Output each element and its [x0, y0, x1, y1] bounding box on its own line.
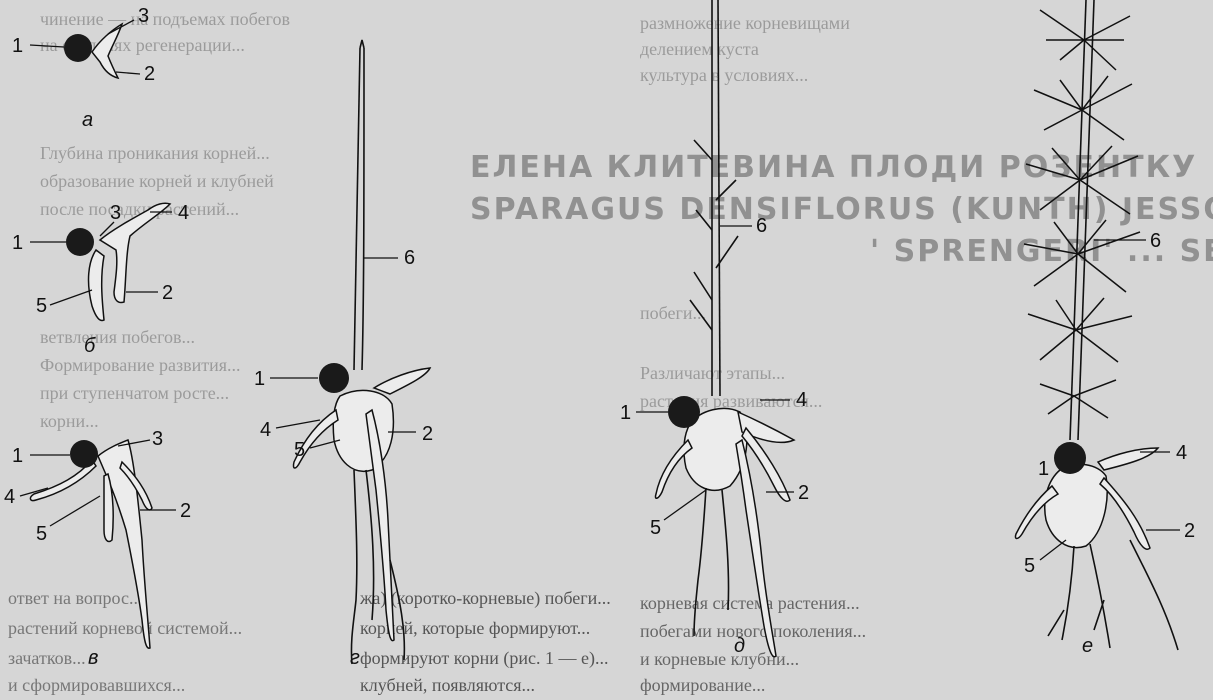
root-shape — [374, 368, 430, 394]
root-shape — [1098, 448, 1158, 470]
bud-dot — [319, 363, 349, 393]
panel-a: 1 3 2 а — [12, 5, 155, 131]
label-number: 2 — [144, 63, 155, 85]
leader-line — [30, 45, 64, 47]
label-number: 3 — [152, 428, 163, 450]
label-number: 2 — [798, 482, 809, 504]
panel-g: 6 1 4 2 5 г — [254, 40, 433, 669]
label-number: 4 — [178, 202, 189, 224]
leader-line — [1040, 540, 1066, 560]
label-number: 2 — [1184, 520, 1195, 542]
panel-caption: в — [88, 647, 98, 669]
cladode-cluster — [1024, 220, 1140, 292]
label-number: 6 — [404, 247, 415, 269]
leader-line — [50, 496, 100, 526]
label-number: 5 — [1024, 555, 1035, 577]
bud-dot — [668, 396, 700, 428]
bud-dot — [64, 34, 92, 62]
leader-line — [664, 490, 706, 520]
label-number: 1 — [12, 445, 23, 467]
root-fiber — [722, 490, 729, 610]
stem — [1070, 0, 1086, 440]
root-shape — [92, 24, 122, 78]
stem-tip — [360, 40, 364, 48]
panel-v: 1 3 4 2 5 в — [4, 428, 191, 669]
leader-line — [116, 72, 140, 74]
label-number: 2 — [180, 500, 191, 522]
root-shape — [1045, 464, 1107, 547]
label-number: 1 — [12, 35, 23, 57]
leader-line — [108, 20, 134, 34]
panel-caption: г — [350, 647, 360, 669]
stem — [354, 48, 360, 370]
stem — [362, 48, 364, 370]
root-shape — [333, 390, 393, 471]
root-shape — [89, 250, 104, 320]
stem — [1078, 0, 1094, 440]
root-fiber — [694, 488, 706, 636]
label-number: 1 — [254, 368, 265, 390]
bud-dot — [1054, 442, 1086, 474]
cladode-cluster — [1026, 146, 1138, 214]
bud-dot — [66, 228, 94, 256]
label-number: 2 — [162, 282, 173, 304]
label-number: 4 — [4, 486, 15, 508]
label-number: 6 — [1150, 230, 1161, 252]
label-number: 5 — [650, 517, 661, 539]
label-number: 4 — [796, 389, 807, 411]
bud-dot — [70, 440, 98, 468]
root-shape — [1100, 478, 1150, 549]
panel-b: 1 3 4 5 2 б — [12, 202, 189, 357]
root-fiber — [366, 470, 374, 620]
leader-line — [276, 420, 320, 428]
panel-caption: д — [734, 635, 745, 657]
label-number: 6 — [756, 215, 767, 237]
panel-caption: е — [1082, 635, 1093, 657]
root-fiber — [351, 470, 356, 664]
label-number: 3 — [138, 5, 149, 27]
label-number: 1 — [12, 232, 23, 254]
panel-e: 6 4 1 2 5 е — [1015, 0, 1195, 657]
panel-caption: б — [84, 335, 96, 357]
panel-d: 6 1 4 5 2 д — [620, 0, 809, 657]
label-number: 5 — [294, 439, 305, 461]
cladode-cluster — [1040, 380, 1116, 418]
label-number: 5 — [36, 295, 47, 317]
label-number: 1 — [620, 402, 631, 424]
label-number: 3 — [110, 202, 121, 224]
label-number: 4 — [1176, 442, 1187, 464]
root-fiber — [1048, 540, 1178, 650]
panel-caption: а — [82, 109, 93, 131]
label-number: 1 — [1038, 458, 1049, 480]
branch — [690, 140, 738, 330]
label-number: 5 — [36, 523, 47, 545]
leader-line — [50, 290, 92, 305]
label-number: 2 — [422, 423, 433, 445]
label-number: 4 — [260, 419, 271, 441]
cladode-cluster — [1028, 298, 1132, 362]
